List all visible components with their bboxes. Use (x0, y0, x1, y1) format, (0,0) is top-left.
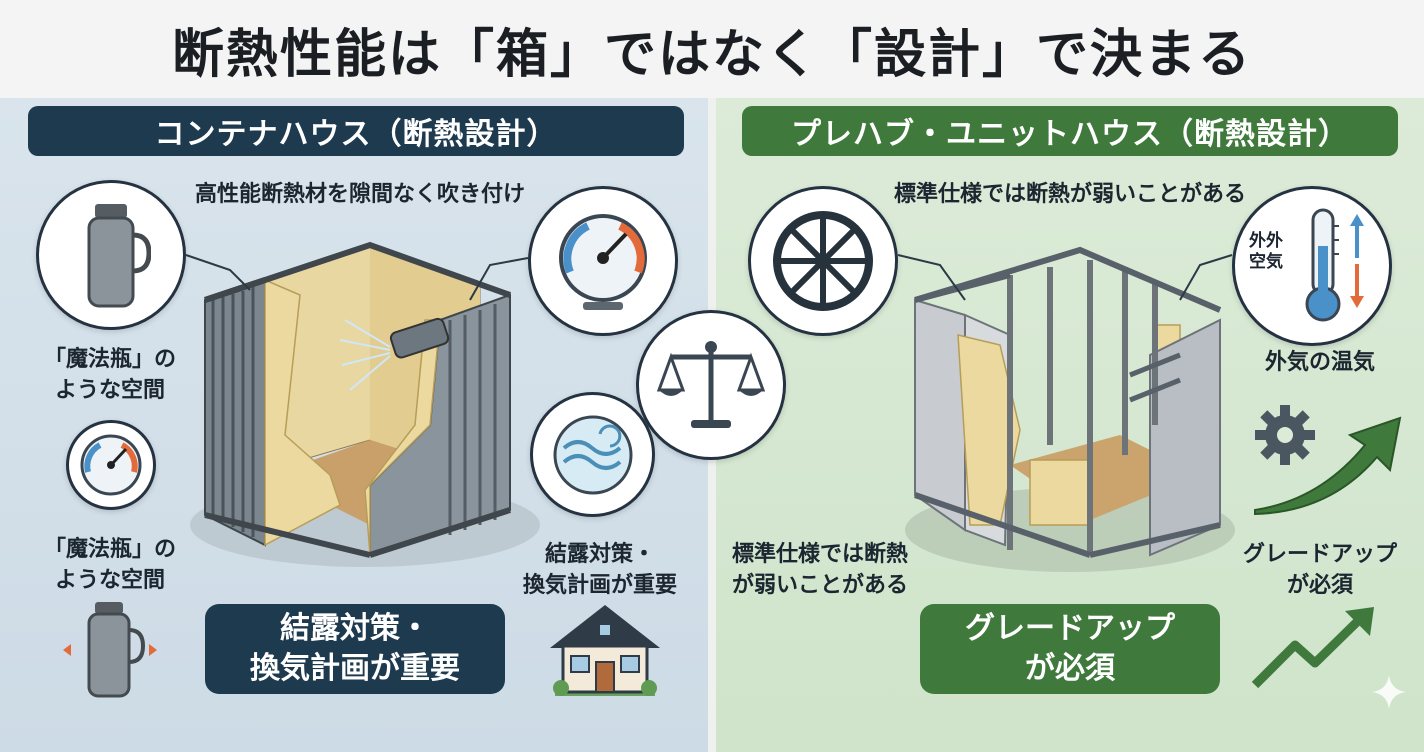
fan-circle (748, 186, 898, 336)
gauge-circle-small (66, 420, 156, 510)
thermometer-text: 外外 空気 (1249, 231, 1283, 274)
thermometer-circle: 外外 空気 (1232, 186, 1392, 346)
thermos-circle (36, 180, 186, 330)
prefab-frame-illustration (905, 246, 1235, 572)
container-illustration (190, 241, 540, 567)
weak-insulation-line-1: 標準仕様では断熱 (731, 542, 908, 567)
condensation-line-1: 結露対策・ (544, 542, 655, 567)
weak-insulation-line-2: が弱いことがある (731, 572, 908, 598)
thermos-icon (63, 602, 157, 698)
condensation-box-line-2: 換気計画が重要 (250, 651, 460, 686)
thermo-text-line-1: 外外 (1249, 231, 1283, 251)
magic-bottle-line-3: 「魔法瓶」の (43, 537, 176, 562)
arrow-up-icon (1251, 607, 1374, 689)
condensation-box: 結露対策・ 換気計画が重要 (205, 604, 505, 694)
gauge-circle (528, 186, 678, 336)
sparkle-icon (1372, 675, 1406, 709)
condensation-line-2: 換気計画が重要 (522, 572, 677, 598)
airflow-icon (553, 415, 632, 494)
arrow-up-icon (1254, 416, 1402, 516)
house-icon (550, 605, 660, 696)
thermometer-group: 外外 空気 (1247, 201, 1377, 331)
thermo-text-line-2: 空気 (1249, 252, 1283, 273)
condensation-box-line-1: 結露対策・ (280, 610, 430, 646)
magic-bottle-line-2: ような空間 (54, 377, 165, 403)
scale-icon (656, 341, 766, 428)
upgrade-box-line-1: グレードアップ (965, 610, 1175, 646)
magic-bottle-line-1: 「魔法瓶」の (43, 347, 176, 372)
fan-icon (773, 211, 873, 311)
gear-icon (1255, 405, 1315, 465)
page-title: 断熱性能は「箱」ではなく「設計」で決まる (0, 0, 1424, 98)
outside-air-label: 外気の温気 (1264, 350, 1375, 375)
upgrade-line-1: グレードアップ (1242, 542, 1397, 567)
condensation-label: 結露対策・ 換気計画が重要 (500, 540, 700, 602)
airflow-circle (530, 392, 655, 517)
upgrade-box: グレードアップ が必須 (920, 604, 1220, 694)
magic-bottle-line-4: ような空間 (54, 567, 165, 593)
container-house-header: コンテナハウス（断熱設計） (28, 106, 684, 156)
weak-insulation-label: 標準仕様では断熱 が弱いことがある (720, 540, 920, 602)
magic-bottle-label-2: 「魔法瓶」の ような空間 (30, 535, 190, 597)
spray-insulation-label: 高性能断熱材を隙間なく吹き付け (194, 182, 525, 207)
prefab-house-header: プレハブ・ユニットハウス（断熱設計） (742, 106, 1398, 156)
thermometer-icon (1305, 208, 1364, 322)
upgrade-line-2: が必須 (1286, 572, 1353, 598)
upgrade-label: グレードアップ が必須 (1225, 540, 1415, 602)
gauge-icon (559, 214, 647, 310)
upgrade-box-line-2: が必須 (1025, 651, 1115, 686)
scale-circle (636, 310, 786, 460)
magic-bottle-label-1: 「魔法瓶」の ような空間 (30, 345, 190, 407)
gauge-icon (80, 434, 142, 496)
thermos-icon (87, 204, 151, 308)
weak-insulation-top-label: 標準仕様では断熱が弱いことがある (893, 182, 1246, 207)
